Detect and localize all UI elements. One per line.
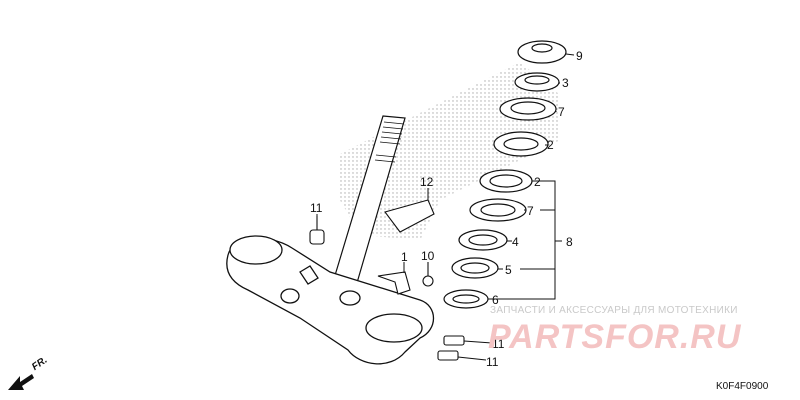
ring-5 bbox=[451, 257, 499, 279]
callout-3: 3 bbox=[562, 76, 569, 90]
callout-9: 9 bbox=[576, 49, 583, 63]
callout-10: 10 bbox=[421, 249, 435, 263]
bolt-10 bbox=[422, 262, 434, 287]
callout-11-upper: 11 bbox=[310, 201, 323, 215]
seal-3 bbox=[514, 72, 560, 92]
callout-2-lower: 2 bbox=[534, 175, 541, 189]
callout-11-lower-b: 11 bbox=[486, 355, 499, 369]
front-direction-arrow-icon bbox=[8, 374, 34, 390]
bearing-7-lower bbox=[469, 198, 527, 222]
seal-4 bbox=[458, 229, 508, 251]
race-2-lower bbox=[479, 169, 533, 193]
callout-6: 6 bbox=[492, 293, 499, 307]
diagram-code: K0F4F0900 bbox=[716, 381, 769, 392]
watermark-brand: PARTSFOR.RU bbox=[488, 318, 742, 356]
bolt-11-upper bbox=[309, 216, 325, 245]
bolt-11-lower-a bbox=[443, 335, 493, 346]
nut-9 bbox=[517, 40, 567, 64]
bracket-12 bbox=[384, 199, 435, 233]
bearing-7-upper bbox=[499, 97, 557, 121]
bolt-11-lower-b bbox=[437, 350, 487, 361]
callout-8: 8 bbox=[566, 235, 573, 249]
callout-4: 4 bbox=[512, 235, 519, 249]
callout-7-lower: 7 bbox=[527, 204, 534, 218]
callout-1: 1 bbox=[401, 250, 408, 264]
watermark-tagline: ЗАПЧАСТИ И АКСЕССУАРЫ ДЛЯ МОТОТЕХНИКИ bbox=[490, 305, 738, 316]
washer-6 bbox=[443, 289, 489, 309]
callout-11-lower-a: 11 bbox=[492, 337, 505, 351]
race-2-upper bbox=[493, 131, 549, 157]
bracket-1 bbox=[377, 271, 411, 295]
callout-7-upper: 7 bbox=[558, 105, 565, 119]
callout-2-upper: 2 bbox=[547, 138, 554, 152]
lower-triple-clamp bbox=[226, 235, 435, 365]
leader-lines bbox=[316, 53, 575, 300]
callout-12: 12 bbox=[420, 175, 434, 189]
callout-5: 5 bbox=[505, 263, 512, 277]
